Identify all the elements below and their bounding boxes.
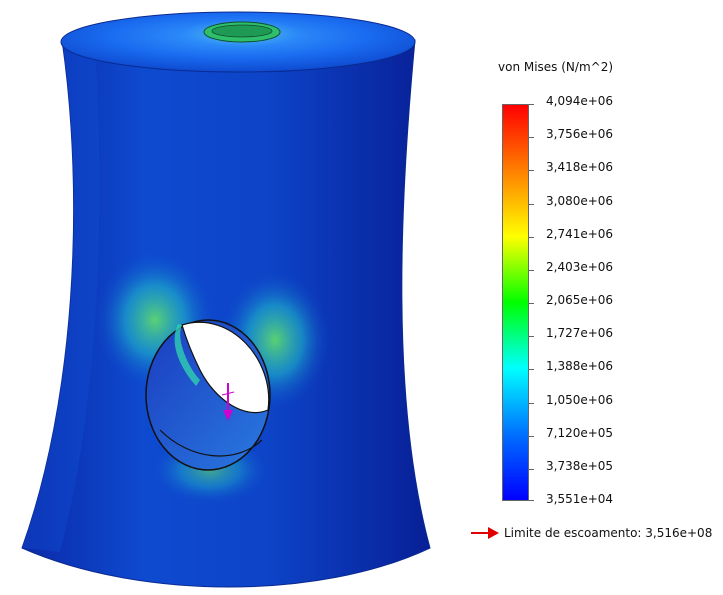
- stress-colorbar: [502, 104, 529, 501]
- yield-arrow-icon: [471, 527, 499, 539]
- legend-tick-label: 2,403e+06: [546, 260, 614, 274]
- yield-strength-label: Limite de escoamento: 3,516e+08: [504, 526, 713, 540]
- yield-strength-indicator: Limite de escoamento: 3,516e+08: [470, 525, 712, 541]
- legend-tick-label: 3,080e+06: [546, 194, 614, 208]
- legend-tick-label: 3,418e+06: [546, 160, 614, 174]
- legend-tick-label: 4,094e+06: [546, 94, 614, 108]
- cross-hole: [145, 319, 271, 471]
- legend-tick-label: 2,741e+06: [546, 227, 614, 241]
- legend-tick-label: 1,050e+06: [546, 393, 614, 407]
- legend-tick-label: 1,727e+06: [546, 326, 614, 340]
- legend-tick-label: 3,551e+04: [546, 492, 614, 506]
- legend-tick-label: 3,738e+05: [546, 459, 614, 473]
- load-arrow-icon: [221, 383, 235, 421]
- legend-title: von Mises (N/m^2): [498, 60, 614, 74]
- legend-tick-label: 3,756e+06: [546, 127, 614, 141]
- legend-tick-label: 2,065e+06: [546, 293, 614, 307]
- legend-tick-label: 1,388e+06: [546, 359, 614, 373]
- legend-tick-label: 7,120e+05: [546, 426, 614, 440]
